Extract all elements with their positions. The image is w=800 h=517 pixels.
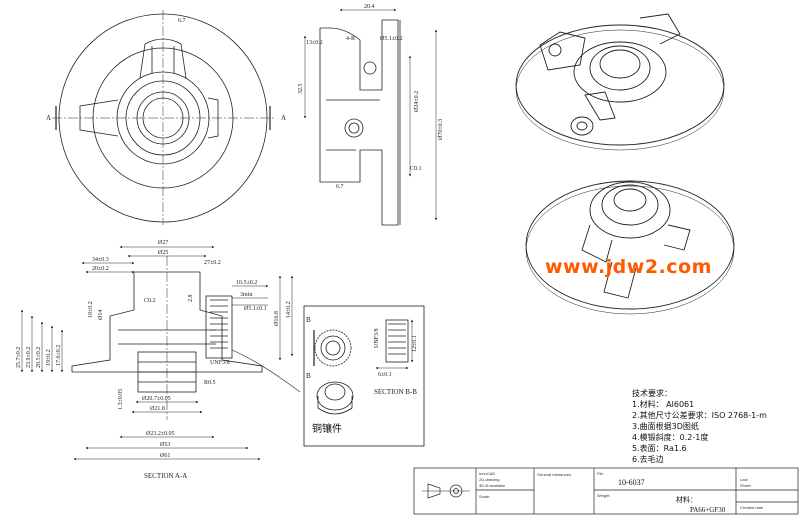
side-view-dims: 20.4 13±0.2 4-R Ø5.1±0.2 32.5 Ø24±0.2 Ø7… bbox=[298, 4, 444, 190]
notes-title: 技术要求： bbox=[632, 389, 672, 398]
svg-text:14±0.2: 14±0.2 bbox=[286, 301, 292, 318]
iso-view-bottom bbox=[525, 180, 735, 315]
svg-text:General tolerances:: General tolerances: bbox=[537, 472, 572, 477]
watermark: www.jdw2.com bbox=[545, 256, 712, 278]
svg-text:C0.1: C0.1 bbox=[410, 166, 422, 172]
svg-text:17.6±0.2: 17.6±0.2 bbox=[56, 345, 62, 366]
svg-text:铜镶件: 铜镶件 bbox=[312, 422, 342, 435]
svg-text:4-R: 4-R bbox=[346, 36, 355, 42]
svg-text:B: B bbox=[306, 372, 311, 380]
svg-text:Ø25: Ø25 bbox=[158, 250, 168, 256]
top-view bbox=[52, 10, 275, 225]
note-item: 1.材料： Al6061 bbox=[632, 400, 695, 409]
note-item: 6.去毛边 bbox=[632, 455, 664, 464]
svg-text:Created date: Created date bbox=[740, 505, 764, 510]
svg-text:UNF3/8: UNF3/8 bbox=[374, 328, 380, 348]
svg-text:2.8: 2.8 bbox=[188, 295, 194, 303]
svg-text:19±0.2: 19±0.2 bbox=[46, 349, 52, 366]
svg-text:10±0.2: 10±0.2 bbox=[88, 301, 94, 318]
svg-text:Last: Last bbox=[740, 477, 748, 482]
svg-text:2D-drawing: 2D-drawing bbox=[479, 477, 499, 482]
svg-text:6±0.1: 6±0.1 bbox=[378, 372, 392, 378]
insert-section-dims: 10.5±0.2 3min Ø5.1±0.1 Ø16.8 14±0.2 UNF3… bbox=[210, 280, 292, 366]
svg-text:SECTION A-A: SECTION A-A bbox=[144, 472, 187, 480]
svg-text:3min: 3min bbox=[240, 292, 252, 298]
svg-text:20.4: 20.4 bbox=[364, 4, 375, 10]
section-arrows-a: A A 6.7 bbox=[46, 18, 286, 130]
note-item: 3.曲面根据3D图纸 bbox=[632, 422, 699, 431]
note-item: 2.其他尺寸公差要求：ISO 2768-1-m bbox=[632, 411, 767, 420]
section-a-a-dims: Ø27 Ø25 27±0.2 34±0.3 20±0.2 C0.2 10±0.2… bbox=[16, 240, 221, 480]
svg-text:Ø27: Ø27 bbox=[158, 240, 168, 246]
svg-text:13±0.2: 13±0.2 bbox=[306, 40, 323, 46]
svg-text:InnoCAD: InnoCAD bbox=[479, 471, 495, 476]
svg-text:A: A bbox=[46, 114, 51, 122]
svg-text:1.3±0.05: 1.3±0.05 bbox=[118, 389, 124, 410]
svg-text:10.5±0.2: 10.5±0.2 bbox=[236, 280, 257, 286]
svg-text:Scale:: Scale: bbox=[479, 494, 490, 499]
svg-text:Ø5.1±0.2: Ø5.1±0.2 bbox=[380, 36, 403, 42]
svg-text:A: A bbox=[281, 114, 286, 122]
note-item: 5.表面：Ra1.6 bbox=[632, 444, 687, 453]
side-view bbox=[303, 8, 438, 226]
svg-text:R0.5: R0.5 bbox=[204, 380, 216, 386]
svg-text:Ø21.8: Ø21.8 bbox=[150, 406, 165, 412]
svg-text:6.7: 6.7 bbox=[336, 184, 344, 190]
svg-text:材料：: 材料： bbox=[676, 495, 697, 504]
svg-text:6.7: 6.7 bbox=[178, 18, 186, 24]
title-block-text: InnoCAD 2D-drawing 3D-fil available Scal… bbox=[479, 471, 764, 514]
svg-text:Ø16.8: Ø16.8 bbox=[274, 311, 280, 326]
svg-text:Ø61: Ø61 bbox=[160, 453, 170, 459]
svg-text:20.5±0.2: 20.5±0.2 bbox=[36, 347, 42, 368]
svg-text:Ø53: Ø53 bbox=[160, 442, 170, 448]
section-b-b bbox=[303, 305, 425, 447]
svg-text:20±0.2: 20±0.2 bbox=[92, 266, 109, 272]
svg-text:C0.2: C0.2 bbox=[144, 298, 156, 304]
title-block bbox=[413, 467, 799, 515]
technical-requirements: 技术要求： 1.材料： Al6061 2.其他尺寸公差要求：ISO 2768-1… bbox=[632, 388, 767, 465]
svg-text:Sheet:: Sheet: bbox=[740, 483, 752, 488]
svg-text:10-6037: 10-6037 bbox=[618, 478, 645, 487]
svg-text:PA66+GF30: PA66+GF30 bbox=[690, 506, 726, 514]
svg-text:Ø5.1±0.1: Ø5.1±0.1 bbox=[244, 306, 267, 312]
svg-text:34±0.3: 34±0.3 bbox=[92, 257, 109, 263]
iso-view-top bbox=[515, 13, 725, 151]
svg-text:Ø23.2±0.05: Ø23.2±0.05 bbox=[146, 431, 175, 437]
svg-text:SECTION B-B: SECTION B-B bbox=[374, 388, 417, 396]
insert-section bbox=[205, 275, 301, 393]
svg-text:Ø70±0.3: Ø70±0.3 bbox=[438, 119, 444, 140]
svg-text:25.7±0.2: 25.7±0.2 bbox=[16, 347, 22, 368]
svg-text:B: B bbox=[306, 316, 311, 324]
svg-text:UNF3/8: UNF3/8 bbox=[210, 360, 230, 366]
svg-text:23.9±0.2: 23.9±0.2 bbox=[26, 347, 32, 368]
svg-text:Ø24±0.2: Ø24±0.2 bbox=[414, 91, 420, 112]
svg-text:27±0.2: 27±0.2 bbox=[204, 260, 221, 266]
svg-text:32.5: 32.5 bbox=[298, 84, 304, 95]
svg-text:3D-fil available: 3D-fil available bbox=[479, 483, 506, 488]
svg-text:12±0.1: 12±0.1 bbox=[412, 335, 418, 352]
svg-text:Ø14: Ø14 bbox=[98, 310, 104, 320]
section-b-b-labels: B B UNF3/8 12±0.1 6±0.1 SECTION B-B 铜镶件 bbox=[306, 316, 418, 435]
note-item: 4.模锻斜度：0.2-1度 bbox=[632, 433, 709, 442]
svg-text:Ø20.7±0.05: Ø20.7±0.05 bbox=[142, 396, 171, 402]
svg-text:Weight:: Weight: bbox=[597, 493, 611, 498]
svg-text:File: File bbox=[597, 471, 604, 476]
